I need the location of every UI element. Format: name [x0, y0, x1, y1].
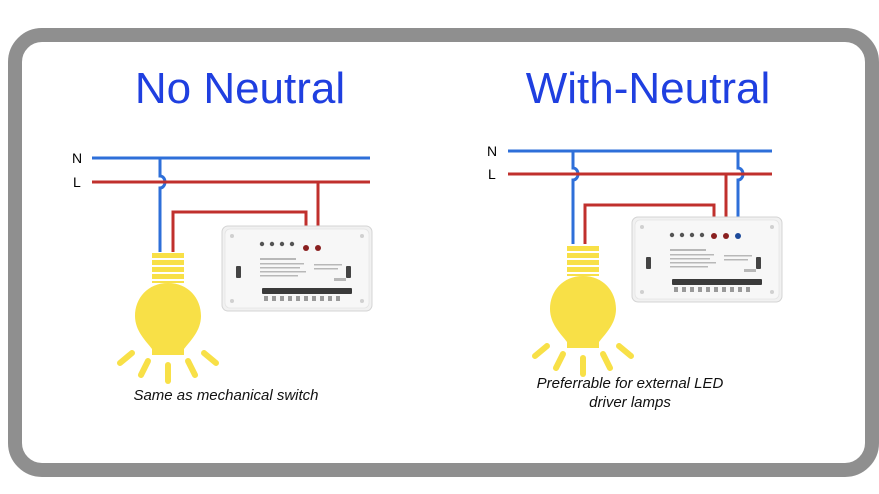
smart-switch-module-icon — [221, 225, 373, 312]
caption-with-neutral: Preferrable for external LED driver lamp… — [492, 374, 768, 412]
smart-switch-module-icon — [631, 216, 783, 303]
panel-title-no-neutral: No Neutral — [134, 64, 346, 113]
caption-line: Same as mechanical switch — [133, 387, 319, 404]
panel-title-with-neutral: With-Neutral — [525, 64, 771, 113]
live-label: L — [488, 166, 496, 182]
neutral-drop-wire — [158, 158, 167, 252]
light-bulb-icon — [535, 246, 631, 374]
live-label: L — [73, 174, 81, 190]
neutral-label: N — [487, 143, 498, 159]
panel-no-neutral — [92, 156, 373, 381]
caption-no-neutral: Same as mechanical switch — [90, 386, 362, 405]
panel-with-neutral — [508, 149, 783, 374]
caption-line: driver lamps — [589, 394, 671, 411]
light-bulb-icon — [120, 253, 216, 381]
caption-line: Preferrable for external LED — [536, 375, 724, 392]
neutral-drop-wire — [571, 151, 580, 244]
neutral-label: N — [72, 150, 83, 166]
